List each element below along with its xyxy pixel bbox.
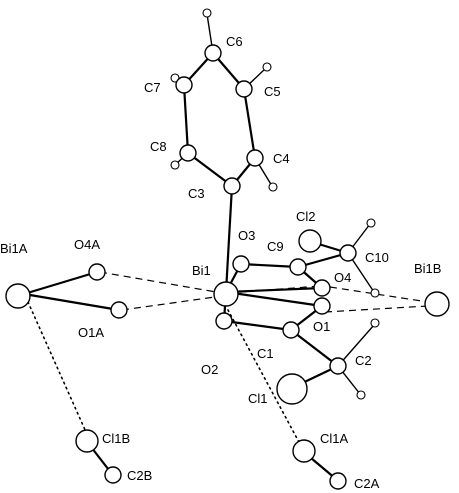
atom-c6 [204, 44, 222, 62]
atom-c2 [329, 357, 347, 375]
label-c5: C5 [264, 84, 281, 99]
label-bi1: Bi1 [192, 263, 211, 278]
bond-c4-c5 [242, 87, 257, 160]
atoms [5, 8, 450, 490]
atom-c7 [175, 76, 193, 94]
atom-cl1 [276, 373, 308, 405]
bond-c8-c3 [186, 151, 234, 188]
bond-o2-c1 [222, 319, 293, 332]
atom-cl2 [298, 229, 322, 253]
atom-o4 [313, 279, 331, 297]
atom-bi1b [424, 291, 450, 317]
label-c9: C9 [267, 239, 284, 254]
bond-c7-c8 [182, 83, 190, 155]
bond-bi1a-o1a [22, 292, 121, 312]
contact-o1a-bi1 [121, 295, 223, 311]
label-o2: O2 [201, 362, 218, 377]
bond-c2-h1 [337, 324, 375, 367]
label-c10: C10 [365, 250, 389, 265]
label-o1: O1 [313, 319, 330, 334]
label-o4a: O4A [74, 237, 100, 252]
label-c7: C7 [144, 80, 161, 95]
label-c3: C3 [188, 186, 205, 201]
atom-c4 [246, 149, 264, 167]
atom-bi1a [5, 283, 31, 309]
atom-c5 [235, 80, 253, 98]
label-c4: C4 [273, 151, 290, 166]
atom-h2b [356, 390, 366, 400]
atom-c8 [179, 144, 197, 162]
atom-labels: C6 C7 C5 C8 C4 C3 Cl2 O3 C9 C10 Bi1A O4A… [0, 34, 441, 491]
atom-c3 [223, 177, 241, 195]
label-c2b: C2B [127, 468, 152, 483]
contact-o1-bi1b [324, 305, 429, 313]
atom-c10 [339, 244, 357, 262]
atom-h5 [262, 62, 272, 72]
bond-c1-c2 [289, 328, 340, 368]
atom-cl1a [292, 439, 316, 463]
atom-o2 [215, 312, 233, 330]
atom-o1 [313, 297, 331, 315]
contact-bi1-cl1a [227, 309, 301, 445]
label-o3: O3 [238, 228, 255, 243]
atom-c2b [104, 466, 122, 484]
label-o1a: O1A [78, 325, 104, 340]
bond-bi1-o4 [224, 286, 324, 294]
label-bi1b: Bi1B [414, 261, 441, 276]
label-c2a: C2A [354, 476, 380, 491]
label-o4: O4 [334, 270, 351, 285]
contact-bi1a-cl1b [27, 301, 87, 433]
label-c1: C1 [257, 346, 274, 361]
atom-bi1 [213, 281, 239, 307]
atom-h10a [366, 218, 376, 228]
atom-o4a [88, 263, 106, 281]
atom-h10b [370, 288, 380, 298]
atom-c2a [329, 472, 347, 490]
contact-o4a-bi1 [99, 271, 223, 294]
label-cl1a: Cl1A [320, 431, 349, 446]
label-bi1a: Bi1A [0, 241, 28, 256]
bond-c3-bi1 [224, 184, 234, 294]
atom-h6 [202, 8, 212, 18]
atom-h2a [370, 318, 380, 328]
atom-c9 [289, 258, 307, 276]
atom-h8 [170, 160, 180, 170]
atom-c1 [282, 321, 300, 339]
bond-bi1-o1 [224, 290, 324, 308]
label-c8: C8 [150, 139, 167, 154]
label-c6: C6 [226, 34, 243, 49]
atom-cl1b [75, 429, 99, 453]
label-cl1b: Cl1B [102, 431, 130, 446]
atom-h4 [268, 182, 278, 192]
label-c2: C2 [355, 353, 372, 368]
label-cl2: Cl2 [296, 209, 316, 224]
label-cl1: Cl1 [248, 391, 268, 406]
atom-o3 [232, 255, 250, 273]
bond-bi1a-o4a [22, 270, 99, 296]
bond-o3-c9 [239, 262, 300, 269]
atom-o1a [110, 301, 128, 319]
